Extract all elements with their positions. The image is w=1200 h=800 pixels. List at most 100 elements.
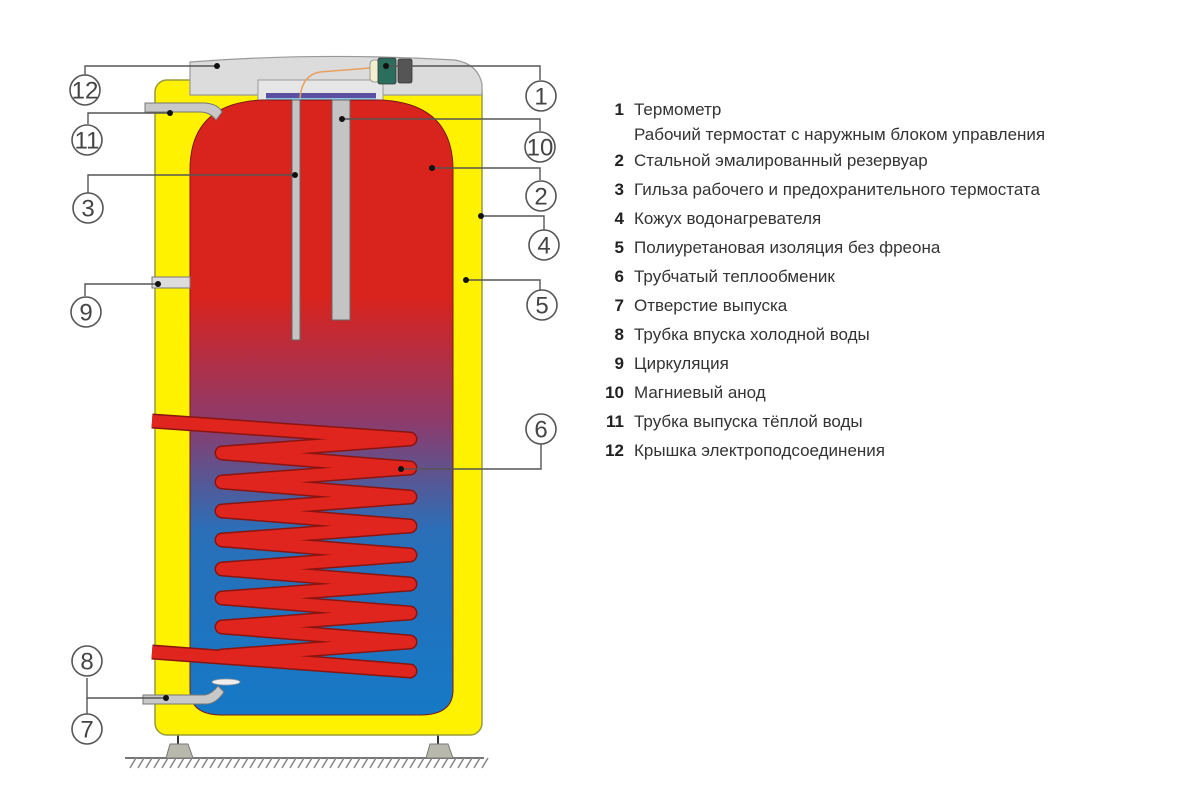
- callout-4: 4: [528, 229, 560, 261]
- floor-hatch-line: [305, 757, 313, 769]
- legend-item: 10 Магниевый анод: [596, 383, 1196, 412]
- legend-number: 7: [614, 296, 624, 315]
- legend-subtext: Рабочий термостат с наружным блоком упра…: [634, 125, 1046, 144]
- legend-text: Стальной эмалированный резервуар: [634, 151, 928, 170]
- floor-hatch-line: [145, 757, 153, 769]
- floor-hatch-line: [457, 757, 465, 769]
- legend-number: 12: [605, 441, 624, 460]
- floor-hatch-line: [161, 757, 169, 769]
- floor-hatch-line: [401, 757, 409, 769]
- floor-hatch-line: [153, 757, 161, 769]
- floor-hatch-line: [193, 757, 201, 769]
- legend-item: 3 Гильза рабочего и предохранительного те…: [596, 180, 1196, 209]
- legend-text: Магниевый анод: [634, 383, 766, 402]
- callout-6: 6: [525, 413, 557, 445]
- svg-text:8: 8: [80, 649, 93, 676]
- legend-text: Крышка электроподсоединения: [634, 441, 885, 460]
- floor-hatch-line: [241, 757, 249, 769]
- floor-hatch-line: [201, 757, 209, 769]
- legend-item: 1 Термометр: [596, 100, 1196, 129]
- floor-hatch-line: [345, 757, 353, 769]
- floor-hatch-line: [185, 757, 193, 769]
- floor-hatch-line: [265, 757, 273, 769]
- legend-text: Термометр: [634, 100, 722, 119]
- floor-hatch-line: [337, 757, 345, 769]
- legend-item: 11 Трубка выпуска тёплой воды: [596, 412, 1196, 441]
- legend-number: 4: [614, 209, 624, 228]
- thermostat-sleeve-3: [291, 99, 301, 341]
- floor-hatch-line: [249, 757, 257, 769]
- legend-text: Циркуляция: [634, 354, 729, 373]
- floor-hatch-line: [409, 757, 417, 769]
- svg-text:5: 5: [535, 293, 548, 320]
- thermostat-unit-1: [299, 57, 413, 99]
- legend-item: 9 Циркуляция: [596, 354, 1196, 383]
- floor-hatch-line: [361, 757, 369, 769]
- callout-8: 8: [71, 645, 103, 677]
- leader-lines: [84, 63, 545, 715]
- floor-hatch-line: [225, 757, 233, 769]
- floor-hatch-line: [177, 757, 185, 769]
- floor-hatch-line: [473, 757, 481, 769]
- heat-exchanger-coil-6: [151, 413, 418, 679]
- callout-1: 1: [525, 80, 557, 112]
- svg-text:7: 7: [80, 717, 93, 744]
- floor-hatch-line: [169, 757, 177, 769]
- callout-10: 10: [524, 131, 556, 163]
- callout-5: 5: [526, 289, 558, 321]
- legend-item: 12 Крышка электроподсоединения: [596, 441, 1196, 470]
- magnesium-anode-10: [331, 99, 351, 321]
- svg-text:1: 1: [534, 84, 547, 111]
- svg-text:10: 10: [527, 135, 554, 162]
- floor-hatch-line: [433, 757, 441, 769]
- svg-text:9: 9: [79, 300, 92, 327]
- svg-text:3: 3: [81, 196, 94, 223]
- legend-item: 7 Отверстие выпуска: [596, 296, 1196, 325]
- floor-hatch-line: [313, 757, 321, 769]
- legend-number: 1: [614, 100, 624, 119]
- hot-water-outlet-11: [144, 102, 223, 121]
- legend-item: 4 Кожух водонагревателя: [596, 209, 1196, 238]
- floor-hatch-line: [217, 757, 225, 769]
- floor-hatch-line: [449, 757, 457, 769]
- callout-3: 3: [72, 192, 104, 224]
- svg-text:2: 2: [534, 184, 547, 211]
- floor-hatch-line: [321, 757, 329, 769]
- callout-11: 11: [71, 124, 103, 156]
- floor-hatch-line: [353, 757, 361, 769]
- floor-hatch-line: [129, 757, 137, 769]
- floor-hatch-line: [329, 757, 337, 769]
- legend-text: Отверстие выпуска: [634, 296, 788, 315]
- legend-text: Трубка впуска холодной воды: [634, 325, 870, 344]
- floor-hatch-line: [417, 757, 425, 769]
- cold-water-inlet-8: [142, 685, 225, 705]
- callout-12: 12: [69, 74, 101, 106]
- legend-number: 3: [614, 180, 624, 199]
- legend-number: 11: [606, 412, 624, 431]
- svg-text:4: 4: [537, 233, 550, 260]
- floor-hatch-line: [137, 757, 145, 769]
- svg-text:6: 6: [534, 417, 547, 444]
- legend-text: Трубчатый теплообменик: [634, 267, 835, 286]
- floor-hatch-line: [209, 757, 217, 769]
- legend-text: Гильза рабочего и предохранительного тер…: [634, 180, 1040, 199]
- floor-hatch-line: [233, 757, 241, 769]
- floor-hatch-line: [297, 757, 305, 769]
- floor-hatch-line: [393, 757, 401, 769]
- legend-number: 2: [614, 151, 624, 170]
- floor-hatch-line: [481, 757, 489, 769]
- floor-hatch-line: [377, 757, 385, 769]
- legend-text: Кожух водонагревателя: [634, 209, 822, 228]
- legend-text: Трубка выпуска тёплой воды: [634, 412, 863, 431]
- floor-hatch-line: [273, 757, 281, 769]
- legend-number: 10: [605, 383, 624, 402]
- svg-text:11: 11: [75, 128, 100, 155]
- floor-hatch-line: [385, 757, 393, 769]
- callout-7: 7: [71, 713, 103, 745]
- callout-9: 9: [70, 296, 102, 328]
- feet: [165, 730, 454, 759]
- legend-number: 9: [614, 354, 624, 373]
- callout-2: 2: [525, 180, 557, 212]
